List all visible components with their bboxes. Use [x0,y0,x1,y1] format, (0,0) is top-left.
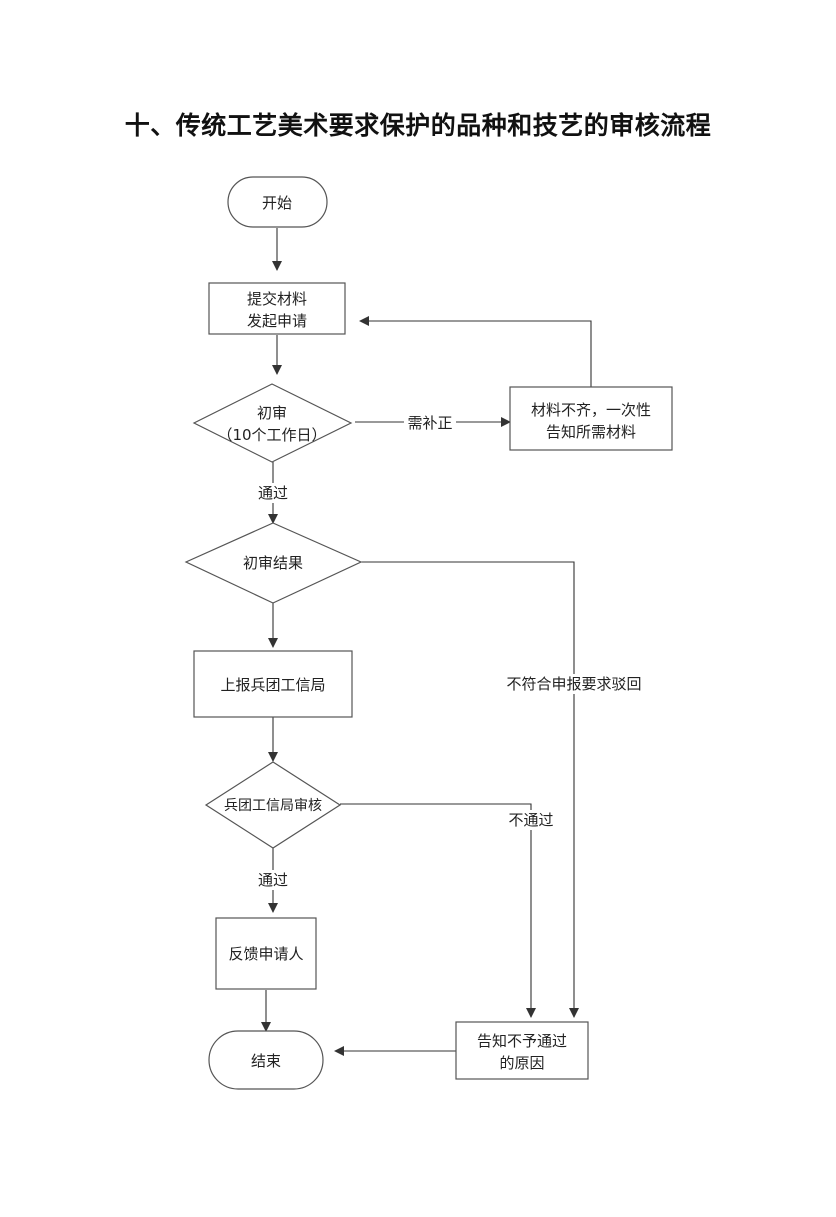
edge-label-pass-1: 通过 [258,484,288,502]
node-submit-line-1: 提交材料 [247,290,307,308]
node-first-review: 初审 （10个工作日） [192,383,353,463]
node-incomplete-line-2: 告知所需材料 [546,423,636,441]
node-submit-line-2: 发起申请 [247,312,307,330]
node-bureau-review: 兵团工信局审核 [204,761,342,849]
page-title: 十、传统工艺美术要求保护的品种和技艺的审核流程 [124,111,712,140]
edge-label-rejected: 不符合申报要求驳回 [506,675,641,693]
node-feedback-label: 反馈申请人 [228,945,303,963]
node-report-label: 上报兵团工信局 [220,676,325,694]
edge-label-pass-2: 通过 [258,871,288,889]
node-incomplete-line-1: 材料不齐，一次性 [531,401,651,419]
edge-label-not-pass: 不通过 [508,811,553,829]
arrow-incomplete-to-submit [359,316,592,387]
node-end-label: 结束 [251,1052,281,1070]
node-first-result: 初审结果 [184,522,363,604]
arrow-result-to-notify [361,561,579,1018]
node-incomplete: 材料不齐，一次性 告知所需材料 [509,386,673,451]
node-start-label: 开始 [262,194,292,212]
node-bureau-review-label: 兵团工信局审核 [224,798,322,814]
node-start: 开始 [227,176,328,228]
node-first-review-line-2: （10个工作日） [217,426,326,444]
node-notify-line-1: 告知不予通过 [477,1032,567,1050]
node-submit: 提交材料 发起申请 [208,282,346,335]
node-first-review-line-1: 初审 [257,404,287,422]
node-notify-line-2: 的原因 [499,1054,544,1072]
node-first-result-label: 初审结果 [243,554,303,572]
node-feedback: 反馈申请人 [215,917,317,990]
arrow-bureau-to-notify [340,803,536,1018]
node-end: 结束 [208,1030,324,1090]
node-report: 上报兵团工信局 [193,650,353,718]
edge-label-need-correction: 需补正 [407,414,452,432]
node-notify-reason: 告知不予通过 的原因 [455,1021,589,1080]
